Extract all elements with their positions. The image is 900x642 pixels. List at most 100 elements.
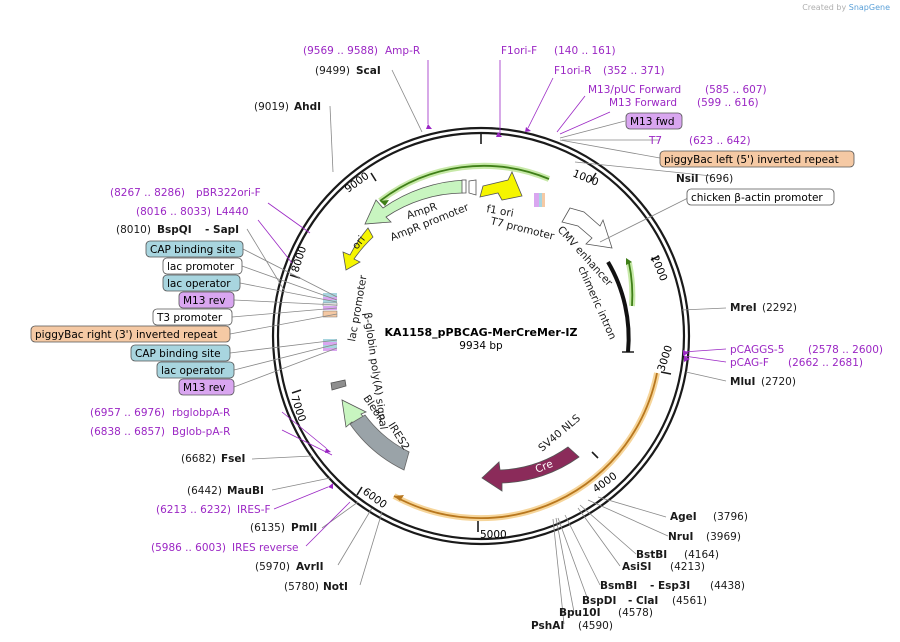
primer-f1ori-f-range: (140 .. 161) (554, 45, 616, 57)
site-asisi: AsiSI (622, 561, 651, 573)
restriction-sites-left: NotI (5780) AvrII (5970) PmlI (6135) Mau… (116, 65, 381, 593)
chimeric-intron-arc (606, 260, 631, 353)
primer-m13fwd-name: M13 Forward (609, 97, 677, 109)
site-mlui: MluI (730, 376, 755, 388)
primer-pbr322ori-f-name: pBR322ori-F (196, 187, 261, 199)
site-mrei-pos: (2292) (762, 302, 797, 314)
snapgene-logo: SnapGene (848, 3, 890, 12)
m13-rev-box-2 (178, 378, 235, 396)
site-bpu10i: Bpu10I (559, 607, 601, 619)
lac-operator-box-1 (162, 274, 241, 292)
cap-binding-box-1 (145, 240, 244, 258)
m13-rev-box-1 (178, 291, 235, 309)
t7-promoter-feature (468, 179, 477, 196)
label-sv40-nls: SV40 NLS (536, 412, 583, 454)
site-bspqi-pos: (8010) (116, 224, 151, 236)
leader-lines (229, 69, 727, 625)
orange-arc-arrowhead (394, 495, 404, 501)
site-noti-pos: (5780) (284, 581, 319, 593)
primer-ires-reverse-range: (5986 .. 6003) (151, 542, 226, 554)
primer-pcagf-name: pCAG-F (730, 357, 769, 369)
primer-m13puc-name: M13/pUC Forward (588, 84, 681, 96)
ampr-feature (364, 179, 467, 225)
primer-iresf-name: IRES-F (237, 504, 271, 516)
cap-binding-box-2 (130, 344, 231, 362)
site-bspdi: BspDI (582, 595, 616, 607)
feature-boxes-right: M13 fwd piggyBac left (5') inverted repe… (625, 112, 855, 206)
site-pmli: PmlI (291, 522, 317, 534)
primer-bglobpa-r-name: Bglob-pA-R (172, 426, 230, 438)
site-ahdi-pos: (9019) (254, 101, 289, 113)
label-f1-ori: f1 ori (485, 203, 514, 220)
green-arc-right (628, 262, 634, 307)
site-bstbi-pos: (4164) (684, 549, 719, 561)
tick-label-5000: 5000 (480, 529, 507, 541)
site-avrii: AvrII (296, 561, 324, 573)
primer-m13puc-range: (585 .. 607) (705, 84, 767, 96)
chicken-actin-label: chicken β-actin promoter (691, 192, 823, 204)
site-bsmbi: BsmBI (600, 580, 637, 592)
site-pshai: PshAI (531, 620, 564, 632)
tick-label-2000: 2000 (648, 254, 669, 283)
site-bspdi-pos: (4561) (672, 595, 707, 607)
ampr-promoter-feature (461, 179, 467, 194)
lac-promoter-label: lac promoter (167, 261, 235, 273)
primer-t7-name: T7 (648, 135, 662, 147)
m13-fwd-label: M13 fwd (630, 116, 675, 128)
cap-binding-label-1: CAP binding site (150, 244, 236, 256)
primer-pcagf-range: (2662 .. 2681) (788, 357, 863, 369)
site-clai: - ClaI (628, 595, 658, 607)
piggybac-left-box (659, 150, 855, 168)
orange-feature-arc-glow (392, 372, 660, 522)
m13-rev-label-1: M13 rev (183, 295, 226, 307)
site-nsii: NsiI (676, 173, 699, 185)
label-t7-promoter: T7 promoter (488, 215, 556, 243)
site-nsii-pos: (696) (705, 173, 733, 185)
site-bpu10i-pos: (4578) (618, 607, 653, 619)
ori-feature (342, 227, 374, 271)
site-maubi: MauBI (227, 485, 264, 497)
primer-l4440-range: (8016 .. 8033) (136, 206, 211, 218)
tick-marks (289, 133, 672, 532)
site-fsei: FseI (221, 453, 245, 465)
ires2-feature (349, 414, 410, 471)
primer-pcaggs5-range: (2578 .. 2600) (808, 344, 883, 356)
site-maubi-pos: (6442) (187, 485, 222, 497)
primer-ampr-name: Amp-R (385, 45, 420, 57)
primer-pcaggs5-name: pCAGGS-5 (730, 344, 784, 356)
t3-promoter-label: T3 promoter (156, 312, 223, 324)
primer-arrow-marks (325, 124, 690, 489)
primer-ires-reverse-name: IRES reverse (232, 542, 299, 554)
site-esp3i: - Esp3I (650, 580, 690, 592)
site-nrui: NruI (668, 531, 693, 543)
site-ahdi: AhdI (294, 101, 321, 113)
primer-t7-range: (623 .. 642) (689, 135, 751, 147)
primer-leader-lines (257, 60, 727, 547)
primer-iresf-range: (6213 .. 6232) (156, 504, 231, 516)
small-feature-stack-top (534, 193, 545, 207)
tick-label-9000: 9000 (343, 170, 372, 195)
chicken-actin-box (686, 188, 835, 206)
site-bsmbi-pos: (4438) (710, 580, 745, 592)
primer-rbglobpa-r-name: rbglobpA-R (172, 407, 230, 419)
restriction-sites-right: NsiI (696) MreI (2292) MluI (2720) AgeI … (531, 173, 797, 632)
plasmid-name: KA1158_pPBCAG-MerCreMer-IZ (385, 326, 578, 339)
site-mrei: MreI (730, 302, 757, 314)
tick-label-1000: 1000 (571, 168, 600, 189)
site-nrui-pos: (3969) (706, 531, 741, 543)
site-pmli-pos: (6135) (250, 522, 285, 534)
m13-rev-label-2: M13 rev (183, 382, 226, 394)
site-sapi: - SapI (205, 224, 239, 236)
primer-f1ori-r-name: F1ori-R (554, 65, 591, 77)
tick-label-3000: 3000 (655, 344, 675, 373)
primer-l4440-name: L4440 (216, 206, 249, 218)
t3-promoter-box (152, 308, 233, 326)
site-scai-pos: (9499) (315, 65, 350, 77)
site-scai: ScaI (356, 65, 381, 77)
piggybac-right-label: piggyBac right (3') inverted repeat (35, 329, 217, 341)
site-noti: NotI (323, 581, 348, 593)
lac-operator-label-2: lac operator (161, 365, 225, 377)
cap-binding-label-2: CAP binding site (135, 348, 221, 360)
tick-labels: 1000 2000 3000 4000 5000 6000 7000 8000 … (288, 168, 675, 541)
